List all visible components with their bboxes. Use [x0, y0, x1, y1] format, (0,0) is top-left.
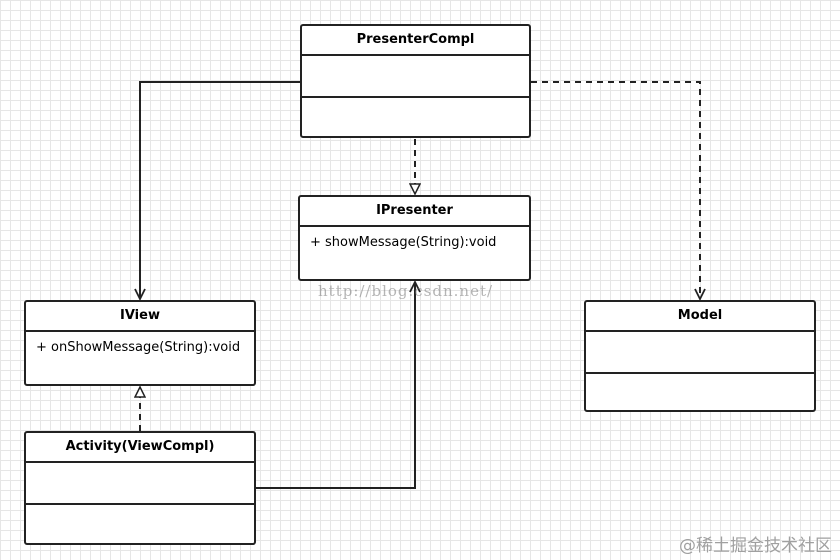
- attributes-compartment: [302, 56, 529, 98]
- presentercompl-to-model-dependency: [531, 81, 700, 299]
- activity-class-box[interactable]: Activity(ViewCompl): [24, 431, 256, 545]
- presentercompl-to-iview-association: [140, 81, 300, 299]
- iview-class-box[interactable]: IView + onShowMessage(String):void: [24, 300, 256, 386]
- site-watermark: @稀土掘金技术社区: [679, 536, 832, 556]
- model-class-box[interactable]: Model: [584, 300, 816, 412]
- operations-compartment: [302, 98, 529, 106]
- blog-url-watermark: http://blog.csdn.net/: [318, 282, 494, 300]
- activity-to-ipresenter-association: [256, 282, 415, 489]
- class-name: Activity(ViewCompl): [26, 433, 254, 463]
- class-name: Model: [586, 302, 814, 332]
- operations-compartment: [586, 374, 814, 382]
- ipresenter-class-box[interactable]: IPresenter + showMessage(String):void: [298, 195, 531, 281]
- class-name: IPresenter: [300, 197, 529, 227]
- operations-compartment: [26, 505, 254, 513]
- operations-compartment: + onShowMessage(String):void: [36, 340, 241, 355]
- presentercompl-class-box[interactable]: PresenterCompl: [300, 24, 531, 138]
- attributes-compartment: [586, 332, 814, 374]
- class-name: PresenterCompl: [302, 26, 529, 56]
- attributes-compartment: [26, 463, 254, 505]
- class-name: IView: [26, 302, 254, 332]
- operations-compartment: + showMessage(String):void: [310, 235, 497, 250]
